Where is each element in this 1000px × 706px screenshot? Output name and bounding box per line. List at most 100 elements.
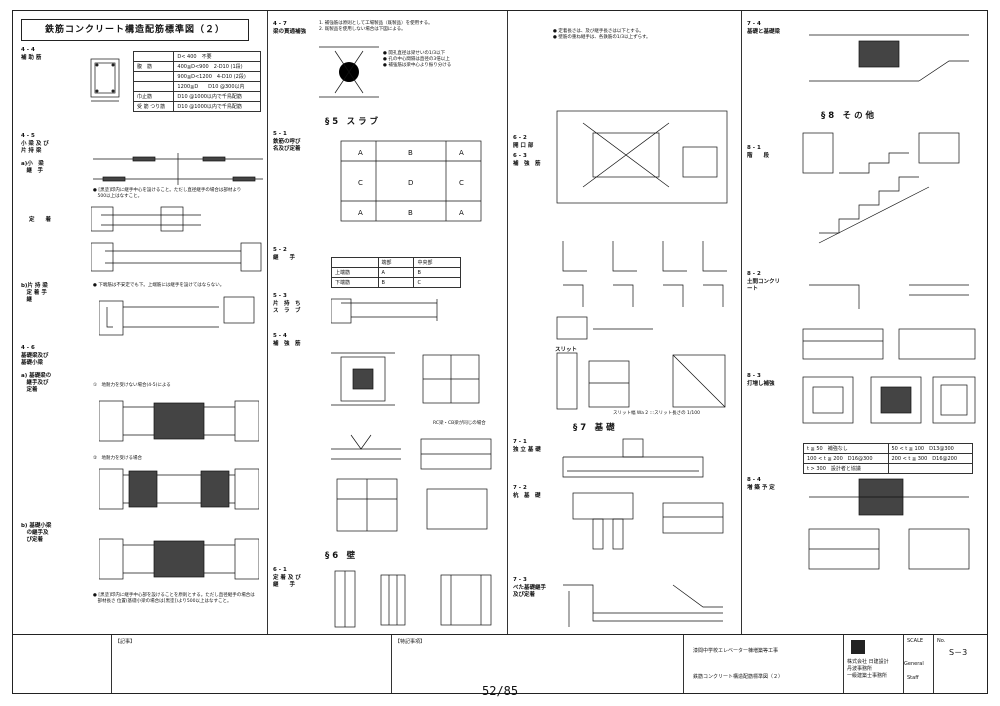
title-block-cell-company: 株式会社 日建設計 丹波事務所 一級建築士事務所 — [843, 635, 904, 693]
case-1-note: ① 地耐力を受けない場合(4-5)による — [93, 383, 171, 388]
section-4-5-num: 4 - 5 — [21, 133, 35, 139]
slit-label: スリット — [555, 347, 578, 353]
section-7-2-name: 杭 基 礎 — [513, 493, 541, 499]
section-8-title: § 8 そ の 他 — [821, 111, 875, 121]
section-8-4-name: 増 築 予 定 — [747, 485, 775, 491]
case-2-note: ② 地耐力を受ける場合 — [93, 456, 143, 461]
title-block-cell-special: 【特記事項】 — [391, 635, 684, 693]
section-5-3-name: 片 持 ち ス ラ ブ — [273, 301, 301, 314]
section-4-7-num: 4 - 7 — [273, 21, 287, 27]
staff-label: Staff — [907, 675, 919, 681]
section-4-5c-note: ● 下端筋は不安定でも下。上端筋には継手を設けてはならない。 — [93, 283, 225, 288]
title-block-cell-blank — [13, 635, 112, 693]
section-4-6b-label: b) 基礎小梁 の継手及 び定着 — [21, 523, 52, 543]
section-7-1-name: 独 立 基 礎 — [513, 447, 541, 453]
section-6-2-name: 開 口 部 — [513, 143, 534, 149]
section-8-2-name: 土間コンクリ ート — [747, 279, 781, 292]
section-4-5c-label: b)片 持 梁 定 着 手 継 — [21, 283, 48, 303]
aux-bar-section-drawing — [90, 58, 120, 102]
section-5-2-name: 継 手 — [273, 255, 296, 261]
section-5-1-name: 鉄筋の呼び 名及び定着 — [273, 139, 301, 152]
cantilever-beam-drawing — [99, 296, 255, 336]
section-4-6-name: 基礎梁及び 基礎小梁 — [21, 353, 49, 366]
svg-text:D: D — [408, 179, 413, 187]
cantilever-slab-drawing — [331, 298, 438, 324]
section-4-5-name: 小 梁 及 び 片 持 梁 — [21, 141, 49, 154]
slab-opening-reinforcement-drawing — [331, 352, 480, 406]
section-6-2-num: 6 - 2 — [513, 135, 527, 141]
section-4-4-num: 4 - 4 — [21, 47, 35, 53]
main-title: 鉄筋コンクリート構造配筋標準図（２） — [21, 19, 249, 41]
svg-text:C: C — [459, 179, 464, 187]
stair-drawing — [802, 132, 960, 244]
section-4-4-name: 補 助 筋 — [21, 55, 42, 61]
section-8-3-name: 打増し補強 — [747, 381, 775, 387]
svg-text:A: A — [358, 149, 363, 157]
pile-foundation-drawing — [572, 492, 724, 550]
wall-bar-details — [562, 241, 727, 307]
section-5-2-num: 5 - 2 — [273, 247, 287, 253]
section-4-6-num: 4 - 6 — [21, 345, 35, 351]
svg-text:C: C — [358, 179, 363, 187]
beam-penetration-drawing — [319, 46, 379, 98]
section-8-4-num: 8 - 4 — [747, 477, 761, 483]
section-7-4-num: 7 - 4 — [747, 21, 761, 27]
scale-label: SCALE — [907, 638, 924, 644]
section-7-3-num: 7 - 3 — [513, 577, 527, 583]
section-8-1-name: 階 段 — [747, 153, 770, 159]
section-5-4-num: 5 - 4 — [273, 333, 287, 339]
section-4-6a-label: a) 基礎梁の 継手及び 定着 — [21, 373, 52, 393]
column-1 — [13, 11, 268, 635]
title-block-cell-number: No. S－3 — [933, 635, 987, 693]
section-6-1-name: 定 着 及 び 継 手 — [273, 575, 301, 588]
wall-anchorage-drawing — [334, 570, 492, 628]
notes-label: 【記事】 — [115, 639, 136, 645]
general-label: General — [904, 661, 924, 667]
slab-edge-details — [331, 434, 492, 532]
section-6-title: § 6 壁 — [325, 551, 356, 561]
section-4-7-note: 1. 補強筋は原則として工場製品（既製品）を使用する。 2. 既製品を使用しない… — [319, 21, 433, 32]
small-beam-splice-drawing — [93, 153, 263, 185]
section-7-2-num: 7 - 2 — [513, 485, 527, 491]
future-extension-drawing — [808, 478, 970, 570]
section-8-3-num: 8 - 3 — [747, 373, 761, 379]
title-block-cell-scale: SCALE General Staff — [903, 635, 934, 693]
section-8-2-num: 8 - 2 — [747, 271, 761, 277]
section-5-1-num: 5 - 1 — [273, 131, 287, 137]
no-label: No. — [937, 638, 946, 644]
slit-detail-drawing — [556, 316, 726, 410]
extra-concrete-drawing — [802, 376, 976, 424]
section-4-5-note: ● [黒塗]印内に継手中心を設けること。ただし直径継手の場合は部材より 500以… — [93, 188, 242, 199]
footing-beam-drawing — [809, 34, 969, 82]
section-6-3-note: ● 定着長さは、及び継手長さは以下とする。 ● 壁筋の重ね継手は、各鉄筋の1/3… — [553, 29, 651, 40]
isolated-footing-drawing — [562, 438, 704, 478]
foundation-small-beam-drawing — [99, 538, 259, 580]
rc-cb-note: RC梁・CB梁が同じの場合 — [433, 421, 486, 426]
svg-text:A: A — [459, 209, 464, 217]
small-beam-anchorage-drawing — [91, 206, 262, 272]
section-5-title: § 5 ス ラ ブ — [325, 117, 379, 127]
drawing-sheet: 鉄筋コンクリート構造配筋標準図（２） 4 - 4 補 助 筋 D< 400 不要… — [12, 10, 988, 694]
company-name: 株式会社 日建設計 丹波事務所 一級建築士事務所 — [847, 659, 889, 679]
section-4-7-name: 梁の貫通補強 — [273, 29, 307, 35]
company-logo — [851, 640, 865, 654]
page-indicator: 52/85 — [482, 684, 519, 698]
section-6-1-num: 6 - 1 — [273, 567, 287, 573]
svg-text:B: B — [408, 149, 413, 157]
column-2 — [267, 11, 508, 635]
svg-text:B: B — [408, 209, 413, 217]
section-7-1-num: 7 - 1 — [513, 439, 527, 445]
drawing-title: 鉄筋コンクリート構造配筋標準図（２） — [693, 674, 784, 680]
section-5-3-num: 5 - 3 — [273, 293, 287, 299]
slab-on-grade-drawing — [802, 284, 976, 360]
section-7-3-name: べた基礎継手 及び定着 — [513, 585, 547, 598]
title-block: 【記事】 【特記事項】 漆間中学校エレベーター棟増築等工事 鉄筋コンクリート構造… — [13, 634, 987, 693]
section-7-title: § 7 基 礎 — [573, 423, 615, 433]
drawing-number: S－3 — [949, 648, 968, 657]
mat-foundation-drawing — [563, 584, 723, 627]
anchorage-label: 定 着 — [29, 217, 52, 223]
